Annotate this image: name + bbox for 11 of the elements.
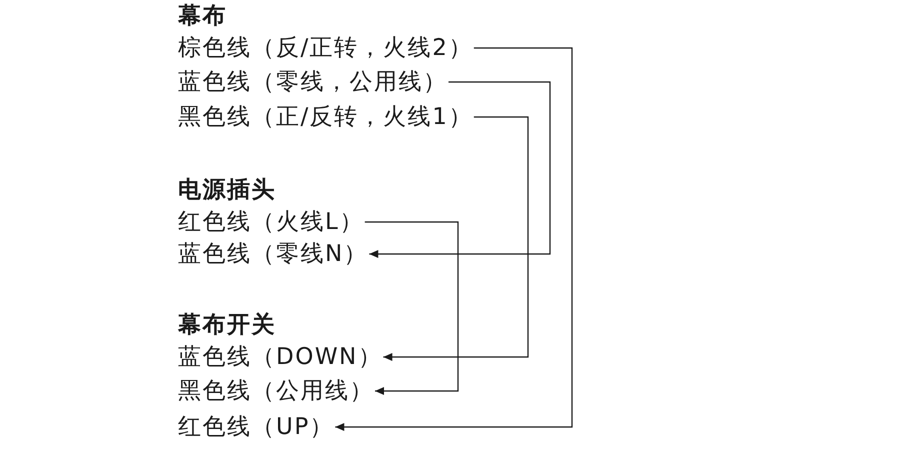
group-heading: 电源插头 (178, 177, 276, 203)
wire-label: 黑色线（公用线） (178, 378, 374, 404)
wire-label: 红色线（火线L） (178, 209, 364, 235)
group-heading: 幕布开关 (178, 312, 276, 338)
wire-label: 蓝色线（零线，公用线） (178, 69, 448, 95)
wire-label: 棕色线（反/正转，火线2） (178, 35, 473, 61)
wire-label: 蓝色线（DOWN） (178, 344, 382, 370)
wire-label: 红色线（UP） (178, 414, 334, 440)
wire-label: 黑色线（正/反转，火线1） (178, 104, 473, 130)
group-heading: 幕布 (178, 3, 227, 29)
wire-label: 蓝色线（零线N） (178, 241, 368, 267)
